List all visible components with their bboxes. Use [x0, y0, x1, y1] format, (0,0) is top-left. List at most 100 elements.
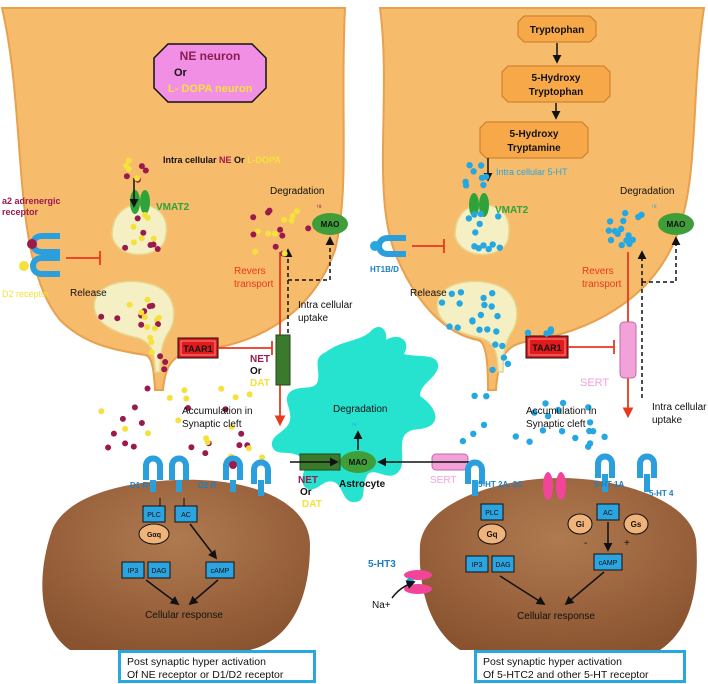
right-reverse-pool-molecule — [617, 225, 625, 233]
right-taar-dots-molecule — [547, 326, 555, 333]
left-release-molecule — [138, 321, 145, 328]
neurotransmitter-molecules — [98, 157, 645, 461]
right-release-molecule — [480, 294, 487, 302]
left-camp-label: cAMP — [211, 568, 230, 575]
left-gaq-label: Gαq — [147, 532, 161, 539]
right-vesicle-molecule — [496, 244, 503, 251]
astrocyte-or-label: Or — [300, 487, 312, 498]
left-vesicle-molecule — [147, 242, 154, 248]
right-gq-protein — [477, 523, 507, 545]
left-pore-molecule — [147, 334, 154, 341]
right-cleft-molecule — [480, 421, 488, 429]
left-reverse-pool-molecule — [265, 230, 272, 237]
right-gi-protein — [567, 513, 593, 535]
right-intracellular-uptake-2: uptake — [652, 415, 682, 426]
left-mao-enzyme — [312, 213, 348, 235]
left-caption-line-2: Of NE receptor or D1/D2 receptor — [127, 669, 284, 681]
left-cleft-molecule — [218, 385, 225, 392]
right-reverse-pool-molecule — [629, 236, 636, 243]
right-vmat2-label: VMAT2 — [495, 205, 529, 216]
right-vesicle-molecule — [495, 213, 502, 220]
right-cleft-molecule — [601, 433, 608, 440]
right-plc-box — [480, 503, 504, 521]
left-cleft-molecule — [222, 406, 229, 413]
right-release-molecule — [457, 289, 465, 296]
right-vesicle-molecule — [477, 210, 485, 218]
right-release-molecule — [448, 290, 455, 297]
left-plc-box — [142, 505, 166, 523]
right-vesicle-molecule — [471, 211, 478, 218]
right-cytosol-molecule — [466, 162, 473, 169]
a2-receptor-label-1: a2 adrenergic — [2, 196, 61, 206]
right-reverse-pool-molecule — [624, 237, 631, 244]
ldopa-neuron-label: L- DOPA neuron — [168, 83, 253, 95]
right-caption-line-2: Of 5-HTC2 and other 5-HT receptor — [483, 669, 649, 681]
left-net-label: NET — [250, 354, 270, 365]
right-gs-plus: + — [624, 538, 630, 549]
right-taar1-inhibit — [568, 340, 615, 354]
right-cleft-molecule — [586, 440, 594, 447]
left-cellular-response-label: Cellular response — [145, 610, 223, 621]
right-cleft-molecule — [459, 437, 467, 445]
hydroxytryptophan-label-2: Tryptophan — [529, 87, 583, 98]
left-release-molecule — [151, 325, 158, 332]
right-cleft-molecule — [526, 438, 533, 445]
right-gq-label: Gq — [486, 530, 497, 539]
left-cleft-molecule — [183, 395, 190, 402]
right-reverse-pool-molecule — [606, 218, 614, 225]
left-cytosol-molecule — [123, 173, 130, 180]
left-ac-label: AC — [181, 512, 191, 519]
right-release-molecule — [489, 290, 496, 297]
right-release-molecule — [456, 300, 463, 307]
astrocyte-label: Astrocyte — [339, 479, 386, 490]
right-sert-transporter — [619, 321, 637, 379]
left-release-molecule — [144, 296, 151, 303]
left-or-label: Or — [250, 366, 262, 377]
left-fourth-receptor — [251, 459, 271, 496]
left-dat-label: DAT — [250, 378, 270, 389]
left-cleft-lower-molecule — [204, 439, 211, 446]
left-degradation-label: Degradation — [270, 186, 324, 197]
left-cleft-molecule — [144, 385, 151, 392]
right-cleft-molecule — [531, 409, 538, 416]
left-ac-box — [174, 505, 198, 523]
right-release-label: Release — [410, 288, 447, 299]
right-taar-dots-molecule — [524, 329, 532, 336]
left-gaq-protein — [138, 523, 170, 545]
left-vmat2-transporter-b — [140, 190, 150, 214]
right-cleft-molecule — [555, 406, 562, 414]
right-gi-minus: - — [584, 538, 587, 549]
left-cleft-molecule — [98, 408, 105, 415]
right-taar1-label: TAAR1 — [532, 343, 561, 353]
left-cleft-molecule — [145, 430, 151, 437]
right-dag-label: DAG — [495, 562, 510, 569]
ht1a-label: 5-HT 1A — [594, 480, 624, 489]
left-pore-molecule — [162, 359, 169, 365]
left-reverse-pool-molecule — [271, 230, 278, 237]
ht3-label: 5-HT3 — [368, 559, 396, 570]
left-cleft-molecule — [181, 387, 188, 394]
right-vesicle-molecule — [476, 220, 483, 228]
right-cytosol-molecule — [480, 181, 487, 189]
right-accumulation-label-2: Synaptic cleft — [526, 419, 586, 430]
right-presynaptic-terminal — [378, 7, 706, 391]
right-mao-enzyme — [658, 213, 694, 235]
right-caption-box: Post synaptic hyper activation Of 5-HTC2… — [474, 650, 686, 683]
left-reverse-pool-molecule — [281, 250, 288, 257]
left-reverse-pool-molecule — [294, 208, 301, 215]
left-reverse-pool-molecule — [254, 228, 261, 235]
left-vesicle-molecule — [122, 244, 129, 251]
right-release-molecule — [484, 326, 491, 333]
left-vmat2-transporter-a — [130, 190, 140, 214]
left-net-transporter — [275, 334, 291, 386]
left-reverse-pool-molecule — [272, 243, 279, 250]
left-cleft-molecule — [175, 417, 182, 424]
left-cleft-molecule — [110, 430, 117, 437]
right-cleft-molecule — [558, 428, 566, 435]
left-caption-box: Post synaptic hyper activation Of NE rec… — [118, 650, 316, 683]
right-receptor-inhibit — [412, 239, 445, 253]
right-release-molecule — [488, 303, 495, 310]
ht4-label: 5-HT 4 — [649, 489, 674, 498]
right-plc-label: PLC — [485, 510, 499, 517]
right-pore-molecule — [504, 360, 512, 367]
